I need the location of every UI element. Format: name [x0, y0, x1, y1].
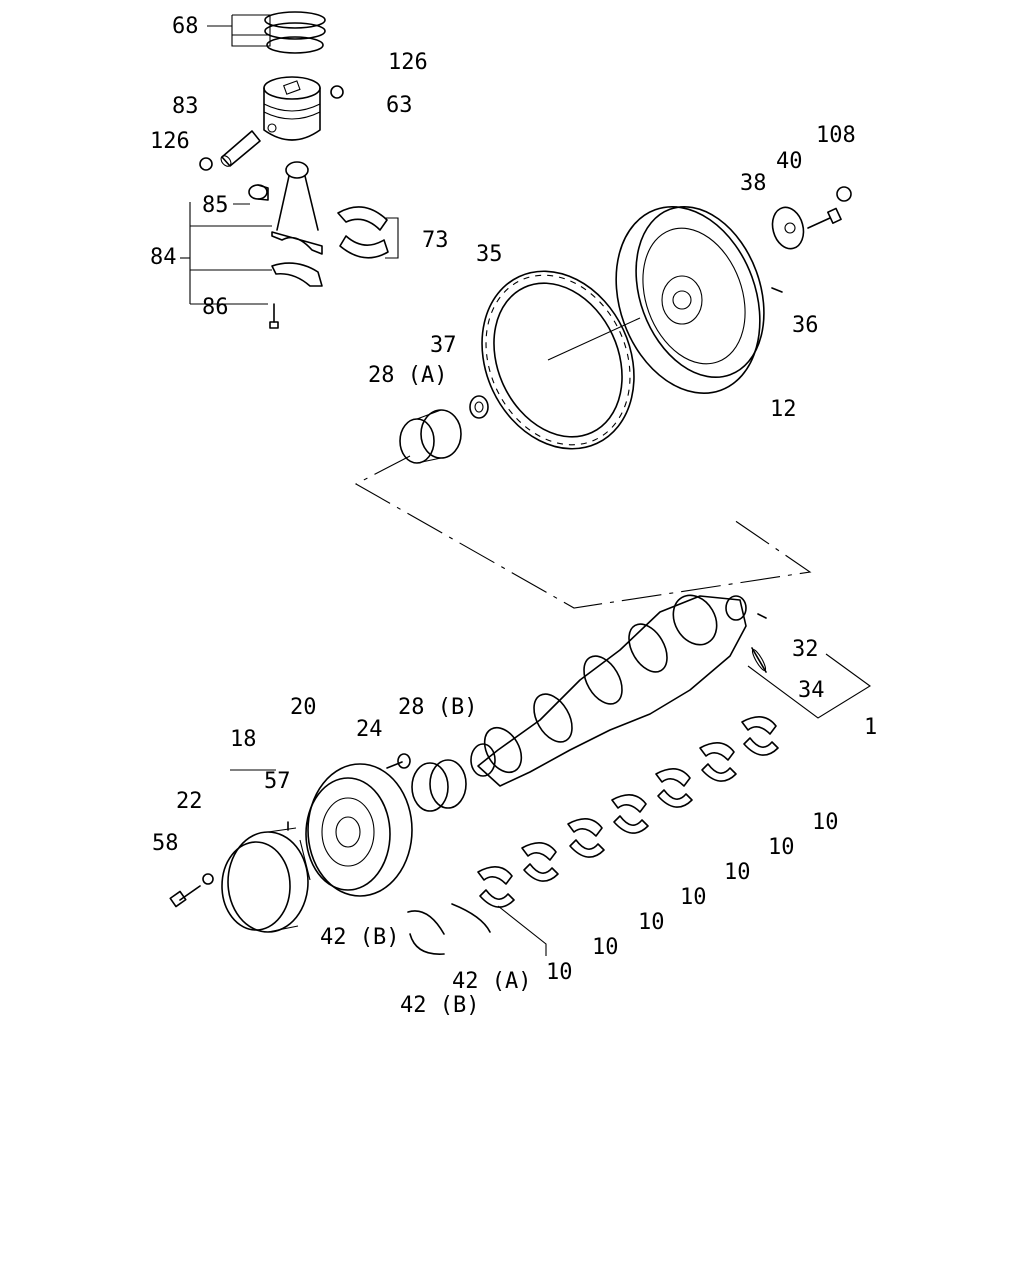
label-83: 83 — [172, 94, 199, 119]
label-22: 22 — [176, 789, 203, 814]
bracket-84 — [180, 202, 272, 305]
main-bearing-7[interactable] — [741, 716, 779, 756]
label-34: 34 — [798, 678, 825, 703]
label-68: 68 — [172, 14, 199, 39]
connecting-rod[interactable] — [271, 161, 323, 287]
pilot-bearing[interactable] — [469, 395, 489, 419]
leader-73 — [385, 217, 399, 259]
label-28a: 28 (A) — [368, 363, 447, 388]
piston-pin[interactable] — [219, 130, 261, 168]
label-38: 38 — [740, 171, 767, 196]
leader-1 — [747, 653, 871, 719]
ring-gear[interactable] — [454, 246, 662, 474]
dowel-pin-36[interactable] — [771, 287, 783, 293]
label-10-7: 10 — [812, 810, 839, 835]
label-10-2: 10 — [592, 935, 619, 960]
label-32: 32 — [792, 637, 819, 662]
bolt-58[interactable] — [169, 885, 201, 908]
crank-pin-34[interactable] — [750, 647, 767, 673]
leader-10 — [497, 905, 547, 956]
label-10-4: 10 — [680, 885, 707, 910]
crank-bolt-24[interactable] — [386, 753, 411, 769]
piston[interactable] — [263, 76, 321, 141]
label-63: 63 — [386, 93, 413, 118]
main-bearing-1[interactable] — [477, 866, 515, 908]
label-126-upper: 126 — [388, 50, 428, 75]
conrod-bearings[interactable] — [337, 206, 389, 259]
main-bearings[interactable] — [477, 716, 779, 908]
thrust-washers[interactable] — [407, 903, 491, 955]
rod-bushing[interactable] — [248, 184, 269, 201]
label-108: 108 — [816, 123, 856, 148]
label-126-lower: 126 — [150, 129, 190, 154]
washer-22[interactable] — [202, 873, 214, 885]
pulley-18[interactable] — [221, 827, 311, 933]
label-10-5: 10 — [724, 860, 751, 885]
main-bearing-6[interactable] — [699, 742, 737, 782]
main-bearing-5[interactable] — [655, 768, 693, 808]
label-86: 86 — [202, 295, 229, 320]
flywheel-plate[interactable] — [768, 204, 808, 252]
label-58: 58 — [152, 831, 179, 856]
flywheel-bolt[interactable] — [807, 207, 842, 229]
label-12: 12 — [770, 397, 797, 422]
flywheel-alignment-line — [354, 455, 812, 609]
label-42b-lower: 42 (B) — [400, 993, 479, 1018]
axis-line-flywheel — [547, 317, 641, 361]
label-20: 20 — [290, 695, 317, 720]
main-bearing-3[interactable] — [567, 818, 605, 858]
label-10-3: 10 — [638, 910, 665, 935]
crank-gear-a[interactable] — [399, 409, 462, 464]
label-37: 37 — [430, 333, 457, 358]
main-bearing-2[interactable] — [521, 842, 559, 882]
label-40: 40 — [776, 149, 803, 174]
snap-ring-126-upper[interactable] — [330, 85, 344, 99]
snap-ring-126-lower[interactable] — [199, 157, 213, 171]
label-35: 35 — [476, 242, 503, 267]
label-24: 24 — [356, 717, 383, 742]
main-bearing-4[interactable] — [611, 794, 649, 834]
label-42a: 42 (A) — [452, 969, 531, 994]
label-84: 84 — [150, 245, 177, 270]
piston-rings[interactable] — [264, 11, 326, 54]
crank-dowel-32[interactable] — [757, 613, 767, 619]
label-57: 57 — [264, 769, 291, 794]
label-18: 18 — [230, 727, 257, 752]
crankshaft[interactable] — [470, 587, 747, 787]
ring-leader-68 — [207, 14, 271, 47]
label-1: 1 — [864, 715, 877, 740]
label-85: 85 — [202, 193, 229, 218]
labels: 68 126 63 83 126 85 84 86 73 35 37 28 (A… — [150, 14, 877, 1018]
label-28b: 28 (B) — [398, 695, 477, 720]
flywheel[interactable] — [591, 187, 786, 414]
label-10-1: 10 — [546, 960, 573, 985]
label-73: 73 — [422, 228, 449, 253]
ring-108[interactable] — [836, 186, 852, 202]
label-10-6: 10 — [768, 835, 795, 860]
crank-gear-b[interactable] — [411, 759, 467, 812]
rod-bolt[interactable] — [269, 303, 279, 329]
label-36: 36 — [792, 313, 819, 338]
damper-pulley[interactable] — [305, 763, 413, 897]
label-42b-upper: 42 (B) — [320, 925, 399, 950]
